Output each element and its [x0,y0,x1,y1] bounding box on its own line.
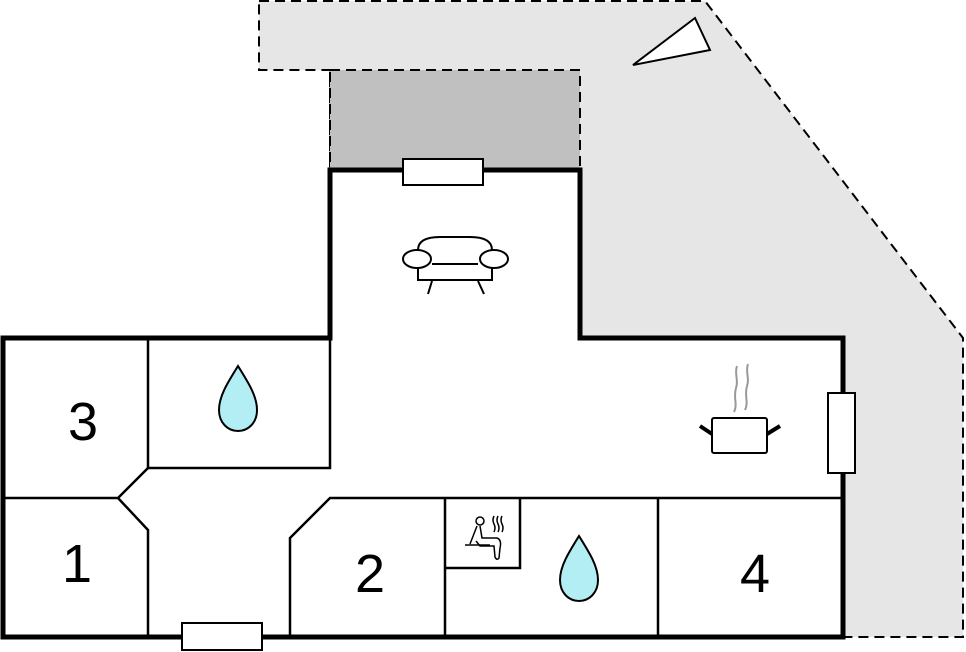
water-drop-icon [558,534,600,603]
window-top [402,158,484,186]
cooking-pot-icon [698,363,782,454]
sofa-icon [402,236,509,295]
window-right [827,392,856,474]
room-number-4: 4 [740,544,770,604]
house-outline [0,167,846,640]
room-number-2: 2 [355,544,385,604]
sauna-icon [465,515,504,561]
covered-terrace [329,69,581,171]
north-arrow-icon [632,16,712,66]
interior-walls [3,338,843,637]
window-bottom [181,622,263,651]
room-number-3: 3 [68,392,98,452]
room-number-1: 1 [62,534,92,594]
water-drop-icon [217,364,259,433]
